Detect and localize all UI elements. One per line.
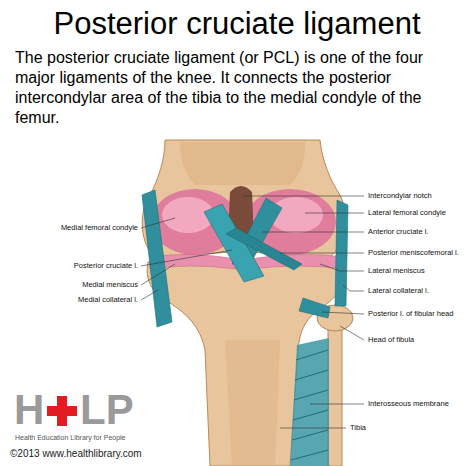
leader-line	[141, 264, 175, 285]
leader-line	[243, 196, 364, 197]
logo-letter: H	[14, 388, 44, 432]
leader-lines	[141, 196, 364, 428]
leader-line	[141, 218, 175, 228]
leader-line	[310, 404, 364, 405]
part-label: Posterior cruciate l.	[74, 261, 138, 270]
part-label: Lateral femoral condyle	[368, 208, 446, 217]
fibula-shaft	[328, 325, 342, 466]
interosseous-membrane	[290, 338, 329, 466]
leader-line	[322, 312, 364, 314]
part-label: Medial meniscus	[82, 280, 138, 289]
logo-tagline: Health Education Library for People	[15, 433, 126, 442]
tibia-shading	[225, 340, 280, 466]
part-label: Posterior meniscofemoral l.	[368, 248, 459, 257]
part-label: Lateral collateral l.	[368, 286, 429, 295]
part-label: Lateral meniscus	[368, 266, 425, 275]
leader-line	[280, 253, 364, 254]
membrane-fibres	[291, 350, 328, 460]
part-label: Posterior l. of fibular head	[368, 309, 453, 318]
part-label: Head of fibula	[368, 335, 414, 344]
leader-line	[262, 232, 364, 233]
tibia	[147, 262, 345, 466]
part-label: Intercondylar notch	[368, 191, 432, 200]
posterior-fibular-head-ligament	[299, 298, 330, 318]
part-label: Tibia	[350, 423, 366, 432]
leader-line	[340, 326, 364, 340]
part-label: Medial femoral condyle	[61, 223, 138, 232]
posterior-meniscofemoral-ligament	[226, 228, 302, 270]
part-label: Interosseous membrane	[368, 399, 449, 408]
part-label: Medial collateral l.	[78, 295, 138, 304]
femur-shading	[180, 142, 305, 185]
leader-line	[141, 250, 232, 266]
medial-collateral-ligament	[142, 190, 172, 327]
leader-line	[320, 264, 364, 271]
leader-line	[280, 428, 346, 429]
part-label: Anterior cruciate l.	[368, 227, 428, 236]
description-text: The posterior cruciate ligament (or PCL)…	[15, 48, 462, 128]
leader-line	[141, 290, 158, 300]
title-heading: Posterior cruciate ligament	[0, 6, 474, 42]
copyright-note: ©2013 www.healthlibrary.com	[10, 448, 142, 460]
logo-letter: LP	[80, 388, 134, 432]
logo-cross	[47, 396, 77, 426]
leader-line	[343, 285, 364, 291]
leader-line	[305, 213, 364, 214]
